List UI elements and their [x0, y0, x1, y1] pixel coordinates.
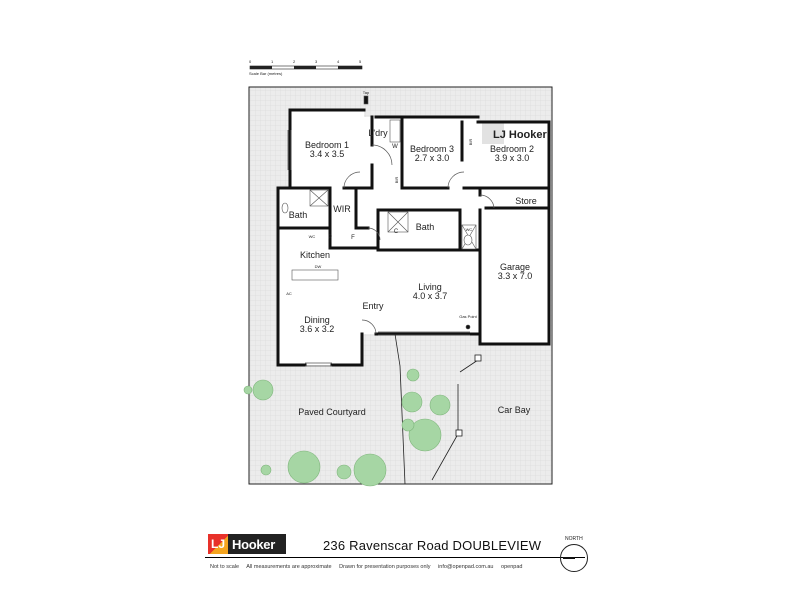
doors	[343, 144, 495, 335]
footer-divider	[205, 557, 585, 558]
label-bedroom1: Bedroom 1	[305, 140, 349, 150]
label-laundry: L'dry	[368, 128, 388, 138]
note-email: info@openpad.com.au	[438, 564, 494, 570]
size-dining: 3.6 x 3.2	[300, 324, 335, 334]
windows	[287, 130, 470, 367]
label-living: Living	[418, 282, 442, 292]
scale-caption: Scale Bar (metres)	[249, 71, 283, 76]
label-kitchen: Kitchen	[300, 250, 330, 260]
label-bath2: Bath	[416, 222, 435, 232]
size-garage: 3.3 x 7.0	[498, 271, 533, 281]
scale-tick-5: 5	[359, 59, 362, 64]
brand-logo: LJ Hooker	[208, 534, 286, 554]
scale-tick-3: 3	[315, 59, 318, 64]
scale-bar: 0 1 2 3 4 5 Scale Bar (metres)	[249, 59, 363, 76]
scale-tick-1: 1	[271, 59, 274, 64]
note-measurements: All measurements are approximate	[246, 564, 332, 570]
label-ac: AC	[286, 291, 292, 296]
scale-tick-2: 2	[293, 59, 296, 64]
brand-mark: LJ	[208, 534, 228, 554]
note-presentation: Drawn for presentation purposes only	[339, 564, 431, 570]
label-wir: WIR	[333, 204, 351, 214]
walls	[276, 108, 551, 367]
label-tap: Tap	[363, 90, 370, 95]
label-wc1: WC	[309, 234, 316, 239]
label-washer: W	[392, 144, 398, 150]
note-not-to-scale: Not to scale	[210, 564, 240, 570]
label-gas-point: Gas Point	[459, 314, 477, 319]
label-store: Store	[515, 196, 537, 206]
label-wc2: WC	[466, 227, 473, 232]
size-bedroom3: 2.7 x 3.0	[415, 153, 450, 163]
label-bir-bed3: BIR	[394, 177, 399, 184]
trees	[243, 368, 451, 487]
label-carbay: Car Bay	[498, 405, 531, 415]
label-bedroom3: Bedroom 3	[410, 144, 454, 154]
label-bir-bed2: BIR	[468, 139, 473, 146]
brand-word: Hooker	[232, 536, 275, 552]
label-cupboard: C	[394, 229, 399, 235]
watermark: LJ Hooker	[493, 129, 548, 141]
label-fridge: F	[351, 235, 355, 241]
footer-notes: Not to scale All measurements are approx…	[210, 564, 528, 570]
label-pantry: P	[328, 235, 332, 241]
north-needle	[563, 557, 575, 559]
note-openpad: openpad	[501, 564, 523, 570]
scale-tick-0: 0	[249, 59, 252, 64]
label-courtyard: Paved Courtyard	[298, 407, 366, 417]
label-bath1: Bath	[289, 210, 308, 220]
courtyard-structures	[394, 333, 482, 485]
label-dining: Dining	[304, 315, 330, 325]
scale-tick-4: 4	[337, 59, 340, 64]
room-labels: Bedroom 1 3.4 x 3.5 Bedroom 3 2.7 x 3.0 …	[289, 128, 537, 417]
label-bedroom2: Bedroom 2	[490, 144, 534, 154]
size-bedroom1: 3.4 x 3.5	[310, 149, 345, 159]
property-address: 236 Ravenscar Road DOUBLEVIEW	[323, 538, 542, 553]
size-bedroom2: 3.9 x 3.0	[495, 153, 530, 163]
label-dishwasher: DW	[315, 264, 322, 269]
fixture-labels: Tap W BIR BIR WC WC P F DW AC C Gas Poin…	[286, 90, 477, 319]
size-living: 4.0 x 3.7	[413, 291, 448, 301]
fixtures	[281, 95, 477, 330]
label-garage: Garage	[500, 262, 530, 272]
label-entry: Entry	[362, 301, 384, 311]
north-arrow-icon	[560, 544, 588, 572]
north-label: NORTH	[565, 536, 583, 542]
